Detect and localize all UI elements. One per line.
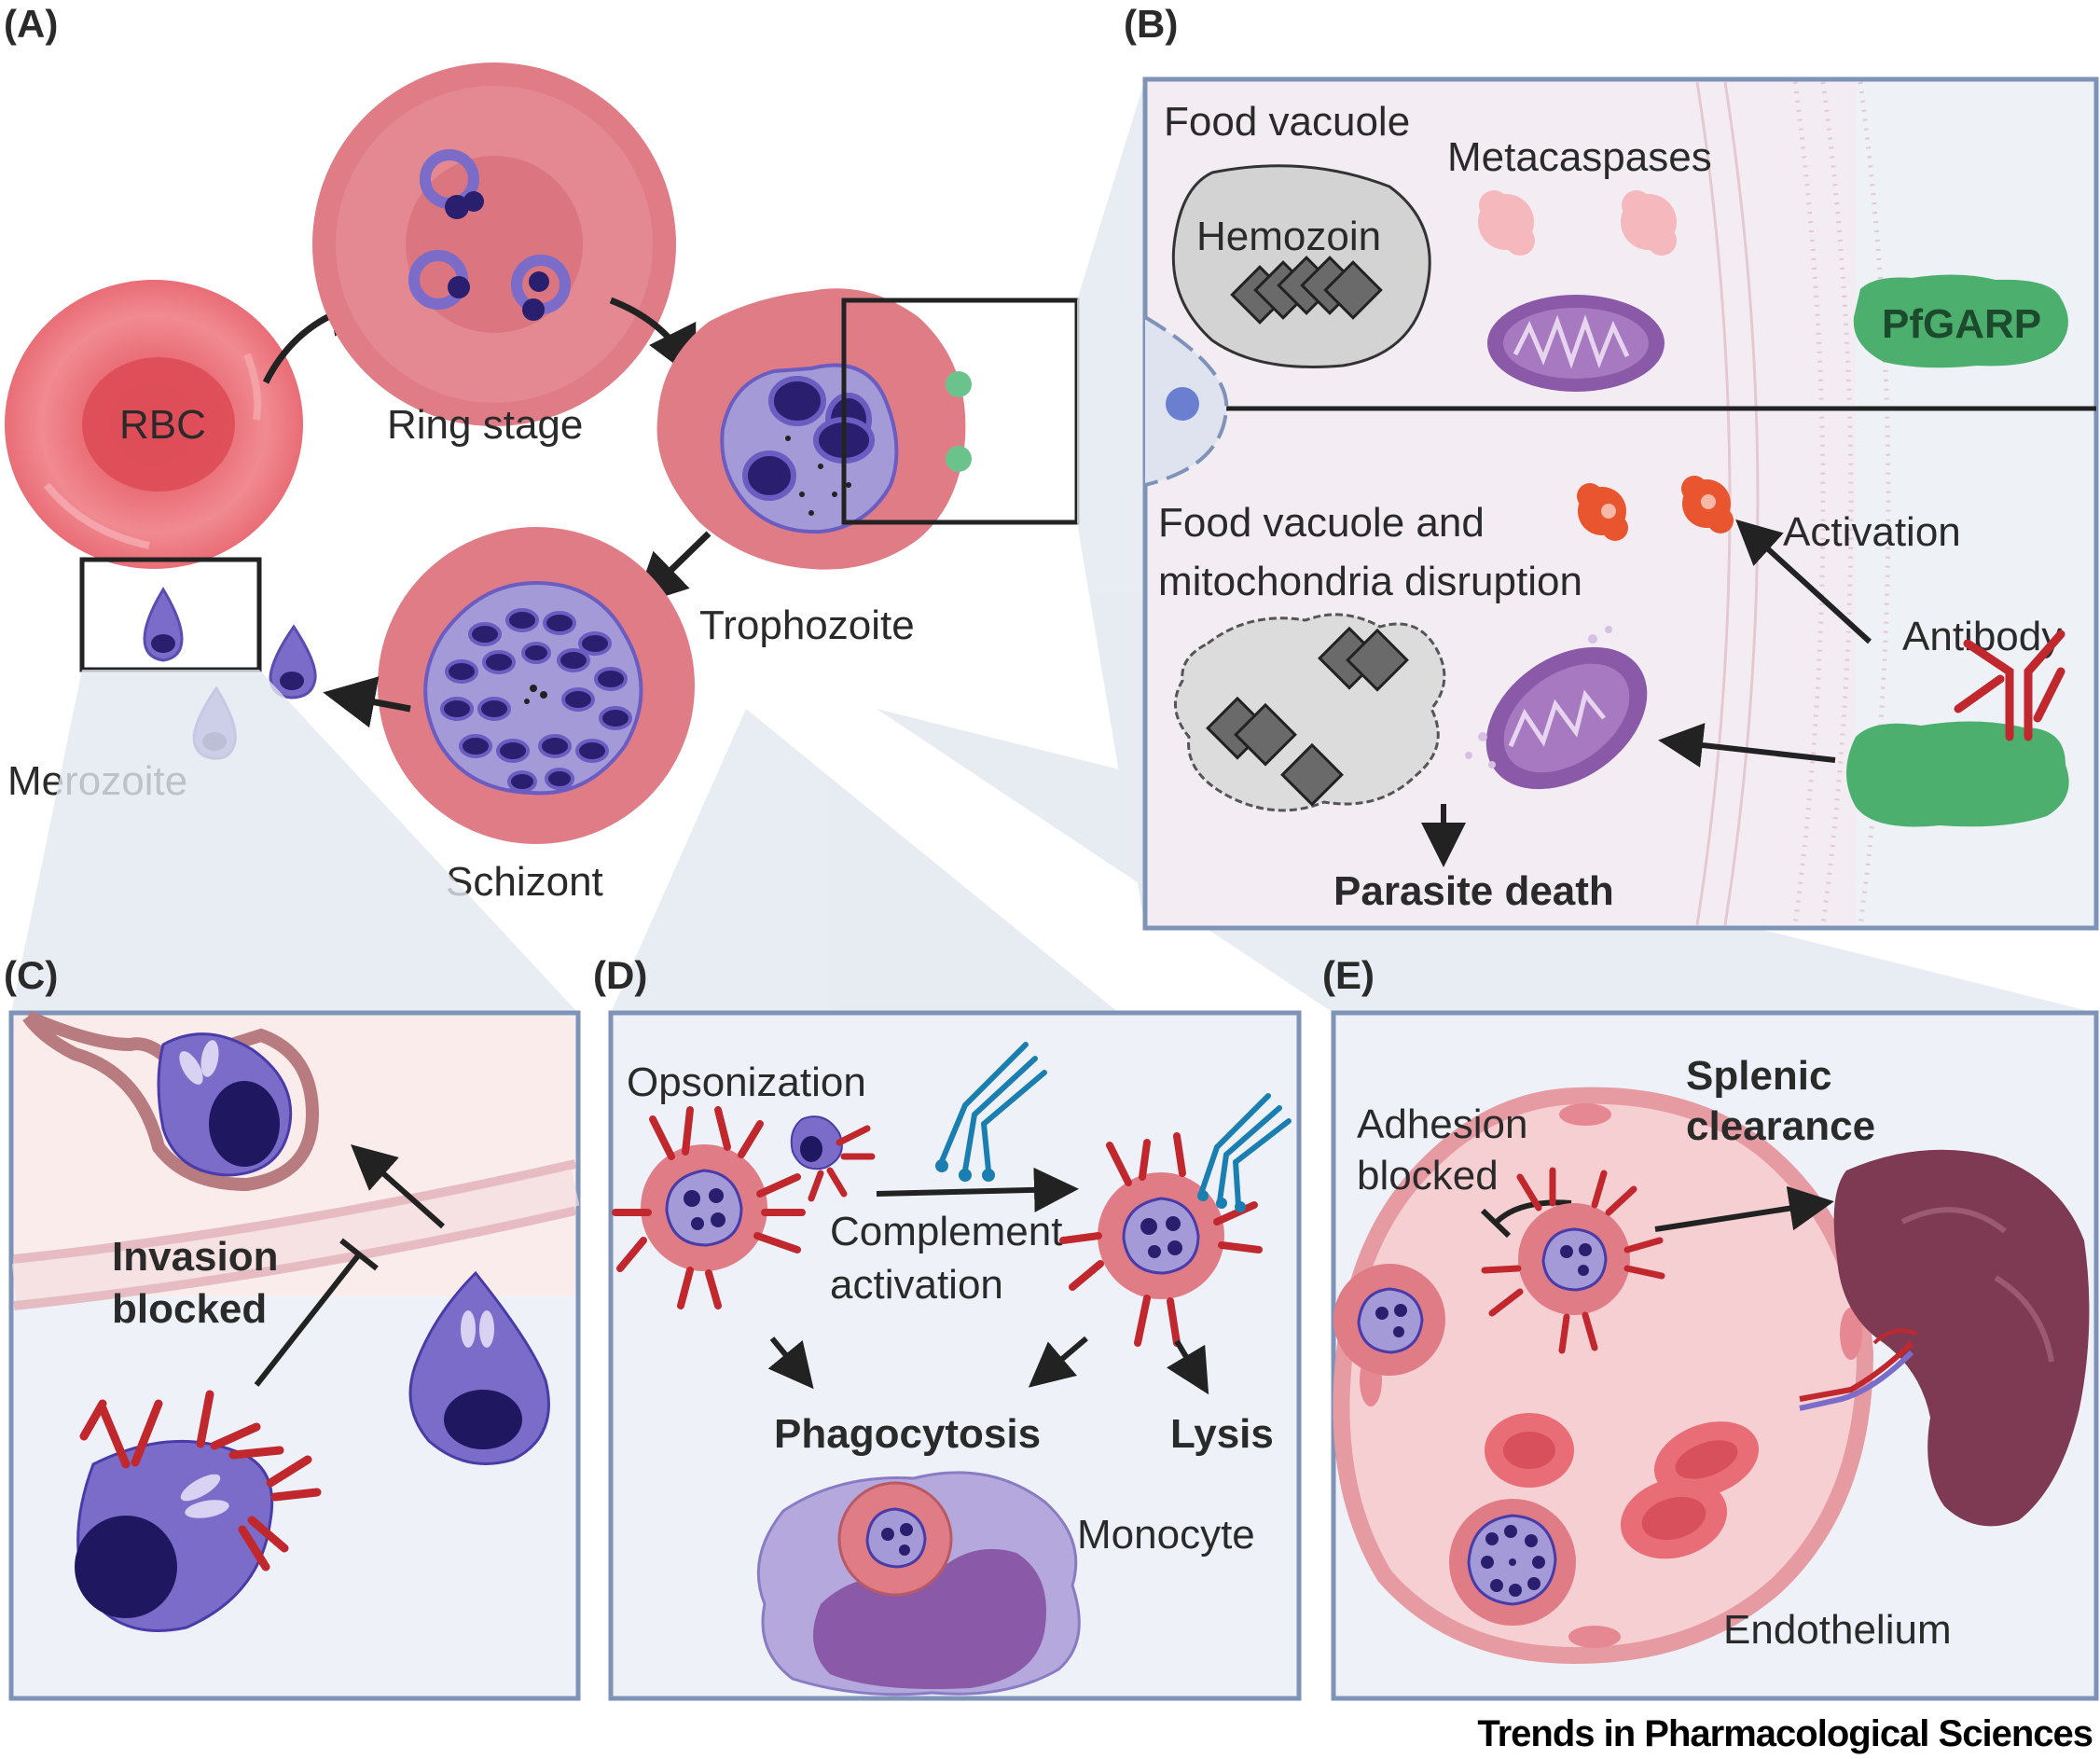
arrow-to-spleen (1654, 1185, 1834, 1232)
lysis-label: Lysis (1170, 1411, 1274, 1457)
merozoite (143, 587, 184, 662)
schizont-in-vessel (1449, 1499, 1576, 1626)
ring-parasite (408, 250, 470, 310)
complement-protein (939, 1042, 1047, 1173)
adhesion-label-line1: Adhesion (1357, 1101, 1527, 1147)
panel-e-label: (E) (1322, 953, 1375, 997)
disrupted-mitochondrion (1465, 626, 1648, 790)
opsonized-irbc-splenic (1518, 1203, 1630, 1315)
panel-c: (C) Invasion blocked (4, 953, 581, 1701)
metacaspase-active (1577, 483, 1628, 541)
pfgarp-label: PfGARP (1882, 301, 2041, 347)
healthy-rbc (1485, 1413, 1574, 1488)
panel-d-label: (D) (593, 953, 647, 997)
journal-credit: Trends in Pharmacological Sciences (1477, 1713, 2093, 1754)
pfgarp-protein (1853, 274, 2068, 368)
hemozoin-label: Hemozoin (1196, 214, 1381, 259)
adhesion-inhibition-line (1494, 1199, 1572, 1225)
invasion-blocked-line1: Invasion (112, 1234, 279, 1280)
ring-stage-label: Ring stage (387, 402, 583, 448)
free-merozoite (408, 1270, 550, 1465)
rbc-cell (5, 280, 303, 569)
metacaspase-inactive (1478, 190, 1535, 256)
metacaspases-label: Metacaspases (1447, 134, 1712, 180)
activation-label: Activation (1783, 509, 1961, 555)
pfgarp-bound (1846, 721, 2069, 827)
arrow-invasion (351, 1144, 445, 1229)
opsonized-irbc (641, 1144, 767, 1271)
arrow-to-lysis (1166, 1339, 1209, 1395)
arrow-to-phagocytosis-2 (1028, 1336, 1088, 1388)
monocyte (756, 1471, 1081, 1697)
panel-a: (A) RBC (4, 2, 1080, 905)
complement-label-line1: Complement (830, 1209, 1062, 1254)
spleen (1799, 1149, 2090, 1527)
ring-parasite (420, 149, 484, 219)
adhesion-label-line2: blocked (1357, 1153, 1499, 1198)
opsonized-merozoite (790, 1115, 843, 1170)
complement-protein (1198, 1093, 1292, 1208)
antibody (1059, 1132, 1263, 1347)
metacaspase-inactive (1621, 190, 1677, 256)
antibody (1481, 1167, 1665, 1354)
panel-a-label: (A) (4, 2, 58, 46)
trophozoite-cell (656, 288, 972, 570)
panel-b: (B) Food vacuole Hemozoin Metacaspases (1124, 2, 2099, 931)
arrow-antibody-to-mitochondrion (1658, 723, 1836, 768)
monocyte-label: Monocyte (1077, 1512, 1255, 1558)
adherent-irbc (1333, 1264, 1445, 1376)
released-hemozoin (1206, 626, 1409, 807)
trophozoite-label: Trophozoite (699, 602, 915, 648)
phagocytosis-label: Phagocytosis (774, 1411, 1041, 1457)
schizont-label: Schizont (446, 859, 603, 905)
panel-d: (D) Opsonization Complement acti (593, 953, 1302, 1701)
merozoite (269, 624, 317, 699)
disruption-label-line2: mitochondria disruption (1158, 559, 1582, 604)
ring-stage-cell (312, 62, 676, 426)
endothelium-label: Endothelium (1723, 1607, 1952, 1653)
splenic-label-line1: Splenic (1686, 1053, 1832, 1099)
mitochondrion (1487, 295, 1665, 392)
antibody-coated-merozoite (75, 1439, 274, 1632)
antibody (808, 1125, 876, 1202)
opsonization-label: Opsonization (627, 1060, 866, 1105)
hemozoin-crystals (1230, 256, 1383, 325)
antibody (79, 1390, 322, 1572)
complement-label-line2: activation (830, 1262, 1003, 1308)
schizont-cell (378, 527, 695, 844)
invasion-blocked-line2: blocked (112, 1286, 267, 1332)
arrow-complement (876, 1167, 1079, 1212)
food-vacuole-label: Food vacuole (1164, 99, 1410, 145)
antibody (612, 1106, 806, 1309)
metacaspase-active (1681, 476, 1734, 533)
panel-c-label: (C) (4, 953, 58, 997)
rbc-membrane (11, 1159, 580, 1310)
arrow-antibody-to-activation (1735, 519, 1872, 644)
ring-parasite (511, 255, 571, 321)
arrow-to-phagocytosis-1 (767, 1337, 814, 1390)
disruption-label-line1: Food vacuole and (1158, 500, 1485, 546)
rbc-label: RBC (119, 402, 206, 448)
healthy-rbc (1620, 1477, 1728, 1559)
invaded-merozoite (157, 1032, 293, 1177)
inhibition-line (254, 1253, 362, 1387)
parasite-death-label: Parasite death (1333, 868, 1614, 914)
panel-e: (E) Adhesion blocked Splenic clearance (1322, 953, 2099, 1701)
antibody (1954, 630, 2065, 741)
arrow-schizont-to-merozoite (323, 676, 411, 728)
complement-coated-irbc (1098, 1172, 1224, 1299)
panel-b-label: (B) (1124, 2, 1178, 46)
splenic-label-line2: clearance (1686, 1103, 1875, 1149)
